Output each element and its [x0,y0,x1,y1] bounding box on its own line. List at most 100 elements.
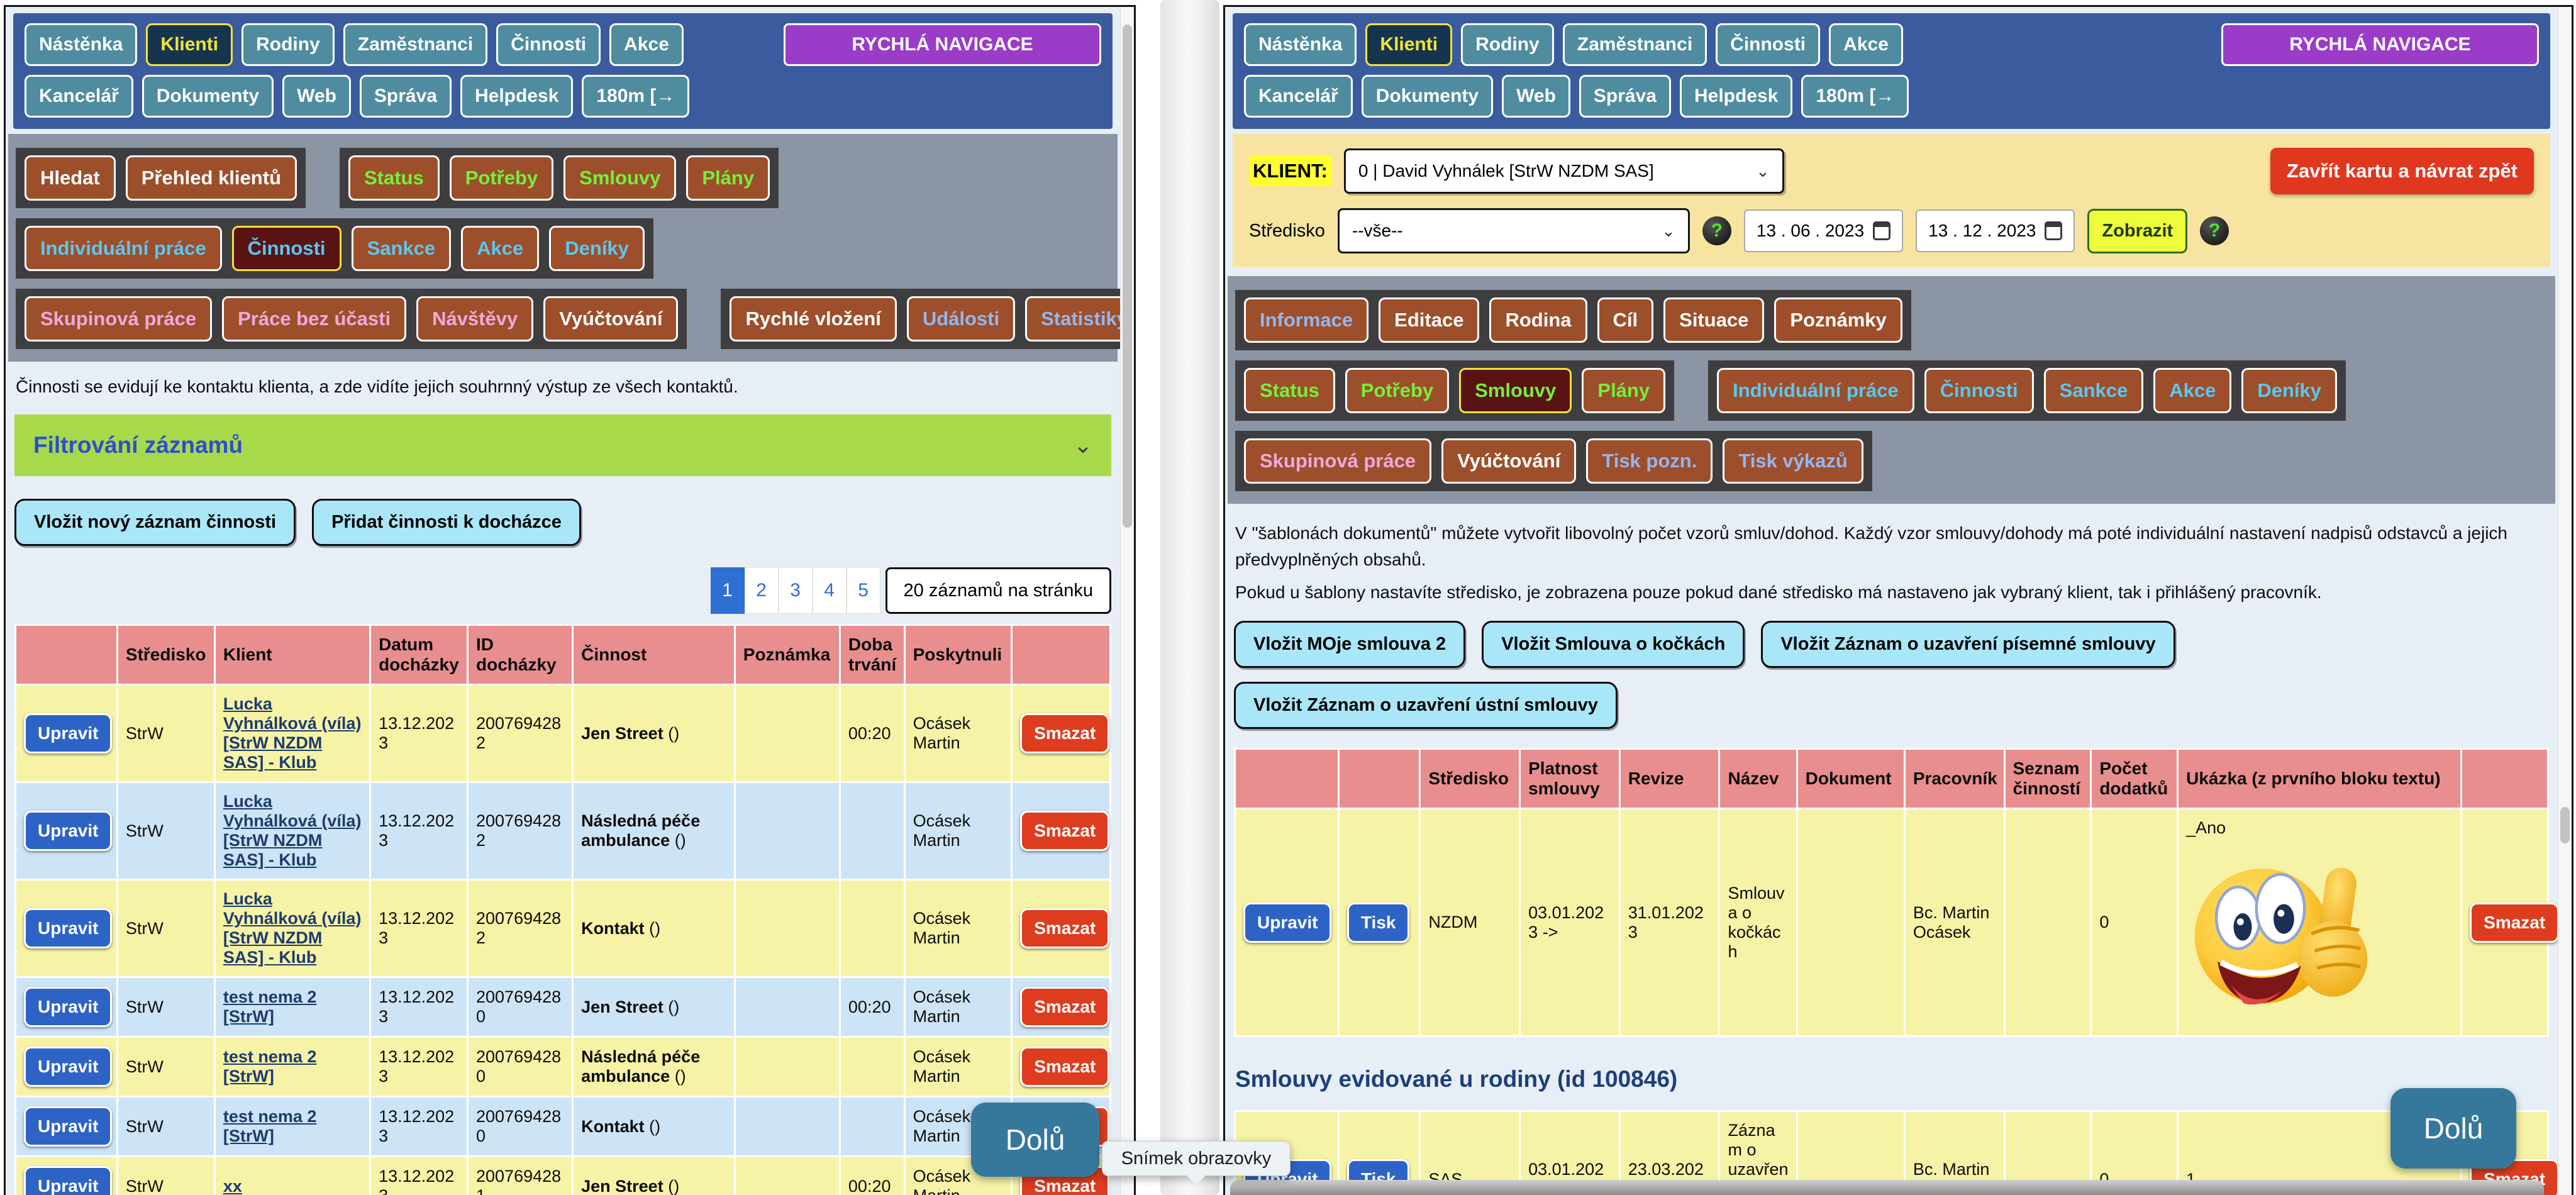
tab-status[interactable]: Status [1244,368,1335,413]
client-link[interactable]: Lucka Vyhnálková (víla) [StrW NZDM SAS] … [223,694,362,772]
edit-button[interactable]: Upravit [1243,902,1332,943]
page-2[interactable]: 2 [744,567,779,614]
tab-cinnosti-active[interactable]: Činnosti [231,226,341,271]
right-window-scrollbar[interactable] [2558,7,2572,1195]
tab-poznamky[interactable]: Poznámky [1774,297,1902,343]
left-window-scrollbar[interactable] [1120,7,1134,1195]
tab-individualni-prace[interactable]: Individuální práce [25,226,222,271]
print-button[interactable]: Tisk [1346,902,1410,943]
nav-kancelar[interactable]: Kancelář [1244,75,1353,118]
stredisko-select[interactable]: --vše-- ⌄ [1337,208,1690,253]
nav-klienti[interactable]: Klienti [146,23,233,66]
tab-deniky[interactable]: Deníky [2241,368,2338,413]
client-link[interactable]: test nema 2 [StrW] [223,987,317,1026]
edit-button[interactable]: Upravit [24,713,113,753]
tab-navstevy[interactable]: Návštěvy [416,296,534,342]
nav-cinnosti[interactable]: Činnosti [496,23,601,66]
page-3[interactable]: 3 [778,567,813,614]
tab-sankce[interactable]: Sankce [2043,368,2144,413]
scroll-down-button[interactable]: Dolů [2390,1088,2516,1169]
delete-button[interactable]: Smazat [1020,908,1110,948]
insert-template-3-button[interactable]: Vložit Záznam o uzavření písemné smlouvy [1761,621,2175,668]
page-1[interactable]: 1 [710,567,745,614]
date-from-input[interactable]: 13 . 06 . 2023 [1743,209,1904,252]
page-4[interactable]: 4 [812,567,847,614]
show-button[interactable]: Zobrazit [2087,208,2188,253]
tab-akce[interactable]: Akce [461,226,540,271]
nav-klienti[interactable]: Klienti [1365,23,1453,66]
date-to-input[interactable]: 13 . 12 . 2023 [1916,209,2075,252]
client-link[interactable]: Lucka Vyhnálková (víla) [StrW NZDM SAS] … [223,889,362,967]
tab-hledat[interactable]: Hledat [25,155,116,201]
records-per-page-select[interactable]: 20 záznamů na stránku [885,567,1111,614]
nav-logout-180m[interactable]: 180m [→ [1801,75,1909,118]
delete-button[interactable]: Smazat [1020,987,1110,1027]
client-link[interactable]: Lucka Vyhnálková (víla) [StrW NZDM SAS] … [223,792,362,869]
tab-smlouvy-active[interactable]: Smlouvy [1459,368,1572,413]
tab-cil[interactable]: Cíl [1597,297,1654,343]
tab-situace[interactable]: Situace [1663,297,1765,343]
tab-statistiky[interactable]: Statistiky [1025,296,1120,342]
tab-deniky[interactable]: Deníky [549,226,645,271]
nav-web[interactable]: Web [1502,75,1570,118]
add-activity-to-attendance-button[interactable]: Přidat činnosti k docházce [312,499,581,546]
tab-skupinova-prace[interactable]: Skupinová práce [25,296,213,342]
nav-helpdesk[interactable]: Helpdesk [1679,75,1793,118]
tab-tisk-vykazu[interactable]: Tisk výkazů [1723,438,1863,484]
client-link[interactable]: xx [223,1176,242,1195]
tab-rodina[interactable]: Rodina [1489,297,1587,343]
tab-vyuctovani[interactable]: Vyúčtování [1441,438,1577,484]
tab-rychle-vlozeni[interactable]: Rychlé vložení [730,296,897,342]
delete-button[interactable]: Smazat [1020,1047,1110,1087]
nav-sprava[interactable]: Správa [359,75,452,118]
nav-zamestnanci[interactable]: Zaměstnanci [343,23,488,66]
delete-button[interactable]: Smazat [1020,713,1110,753]
edit-button[interactable]: Upravit [24,811,113,851]
scroll-down-button[interactable]: Dolů [971,1103,1099,1177]
delete-button[interactable]: Smazat [2470,902,2558,943]
tab-smlouvy[interactable]: Smlouvy [564,155,677,201]
tab-prehled-klientu[interactable]: Přehled klientů [125,155,297,201]
klient-select[interactable]: 0 | David Vyhnálek [StrW NZDM SAS] ⌄ [1343,148,1784,194]
tab-sankce[interactable]: Sankce [351,226,452,271]
insert-template-2-button[interactable]: Vložit Smlouva o kočkách [1482,621,1745,668]
delete-button[interactable]: Smazat [1020,811,1110,851]
nav-nastenka[interactable]: Nástěnka [25,23,138,66]
edit-button[interactable]: Upravit [24,1047,113,1087]
nav-zamestnanci[interactable]: Zaměstnanci [1562,23,1707,66]
edit-button[interactable]: Upravit [24,1166,113,1195]
help-icon[interactable]: ? [2200,216,2229,245]
tab-status[interactable]: Status [348,155,440,201]
nav-web[interactable]: Web [282,75,351,118]
client-link[interactable]: test nema 2 [StrW] [223,1107,317,1145]
close-card-button[interactable]: Zavřít kartu a návrat zpět [2270,148,2534,194]
tab-vyuctovani[interactable]: Vyúčtování [543,296,679,342]
nav-rodiny[interactable]: Rodiny [1461,23,1554,66]
nav-akce[interactable]: Akce [609,23,684,66]
nav-dokumenty[interactable]: Dokumenty [142,75,274,118]
quick-nav-button[interactable]: RYCHLÁ NAVIGACE [2221,23,2539,66]
edit-button[interactable]: Upravit [24,1106,113,1147]
edit-button[interactable]: Upravit [24,908,113,948]
nav-sprava[interactable]: Správa [1579,75,1671,118]
edit-button[interactable]: Upravit [24,987,113,1027]
insert-activity-button[interactable]: Vložit nový záznam činnosti [14,499,296,546]
nav-akce[interactable]: Akce [1829,23,1903,66]
nav-dokumenty[interactable]: Dokumenty [1361,75,1494,118]
help-icon[interactable]: ? [1702,216,1731,245]
tab-skupinova-prace[interactable]: Skupinová práce [1244,438,1432,484]
nav-nastenka[interactable]: Nástěnka [1244,23,1357,66]
tab-potreby[interactable]: Potřeby [449,155,554,201]
client-link[interactable]: test nema 2 [StrW] [223,1047,317,1086]
nav-kancelar[interactable]: Kancelář [25,75,133,118]
insert-template-1-button[interactable]: Vložit MOje smlouva 2 [1234,621,1466,668]
tab-individualni-prace[interactable]: Individuální práce [1717,368,1914,413]
insert-template-4-button[interactable]: Vložit Záznam o uzavření ústní smlouvy [1234,682,1618,729]
quick-nav-button[interactable]: RYCHLÁ NAVIGACE [784,23,1101,66]
filter-records-bar[interactable]: Filtrování záznamů ⌄ [14,414,1111,476]
tab-plany[interactable]: Plány [1582,368,1666,413]
tab-informace[interactable]: Informace [1244,297,1369,343]
tab-akce[interactable]: Akce [2153,368,2232,413]
tab-editace[interactable]: Editace [1379,297,1480,343]
nav-helpdesk[interactable]: Helpdesk [460,75,574,118]
